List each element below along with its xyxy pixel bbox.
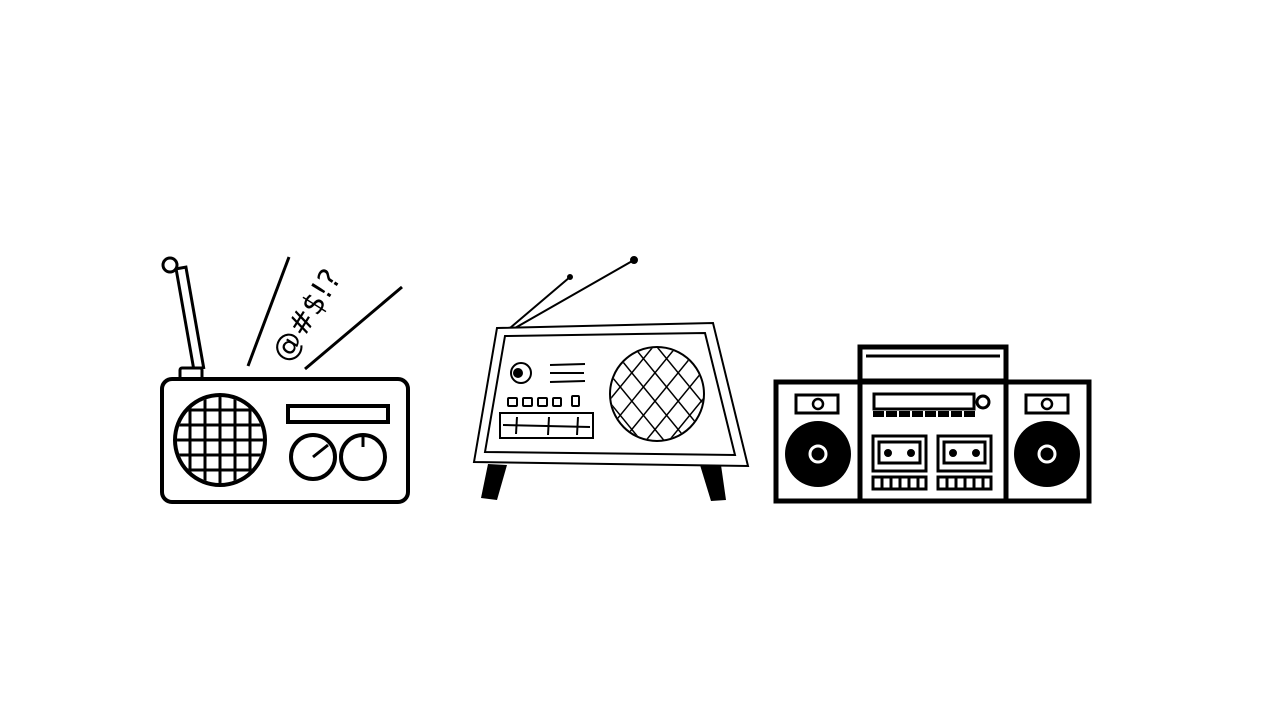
tuning-knob-icon <box>975 394 991 410</box>
antenna-icon <box>509 256 638 329</box>
right-speaker-icon <box>1014 393 1080 487</box>
cabinet-panel <box>483 331 737 457</box>
sound-line <box>304 285 403 371</box>
portable-radio <box>160 256 410 504</box>
antenna-icon <box>161 256 206 381</box>
boombox <box>773 344 1092 504</box>
tuning-display <box>872 392 976 411</box>
cabinet-leg <box>481 464 507 500</box>
cassette-deck-icon <box>871 434 928 491</box>
cassette-deck-icon <box>936 434 993 491</box>
cabinet-leg <box>700 465 726 501</box>
exclamation-symbols: @#$!? <box>265 263 349 368</box>
function-buttons <box>873 411 975 417</box>
left-speaker-icon <box>785 393 851 487</box>
retro-radio <box>472 256 750 501</box>
indicator-lines <box>549 363 586 383</box>
tuner-dial <box>499 412 594 439</box>
volume-knob-icon <box>289 433 337 481</box>
knob-icon <box>510 362 532 384</box>
tuning-display <box>286 404 390 424</box>
sound-line <box>246 256 291 367</box>
tuning-knob-icon <box>339 433 387 481</box>
speaker-grille-icon <box>173 393 267 487</box>
preset-buttons <box>507 395 580 407</box>
handle-icon <box>857 344 1009 384</box>
